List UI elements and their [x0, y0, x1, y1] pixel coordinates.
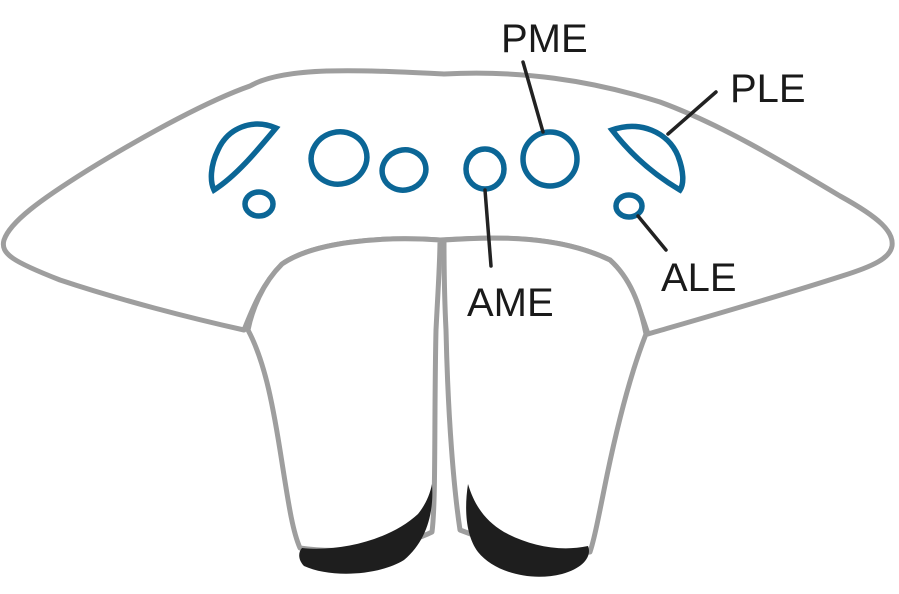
left-chelicera: [248, 239, 440, 550]
right-ale-eye: [616, 195, 642, 217]
ple-label: PLE: [730, 67, 806, 111]
ame-label: AME: [467, 281, 554, 325]
ale-label: ALE: [661, 256, 737, 300]
right-ame-eye: [466, 149, 504, 189]
left-ale-eye: [245, 192, 273, 216]
pme-label: PME: [501, 17, 588, 61]
right-pme-eye: [523, 132, 577, 186]
